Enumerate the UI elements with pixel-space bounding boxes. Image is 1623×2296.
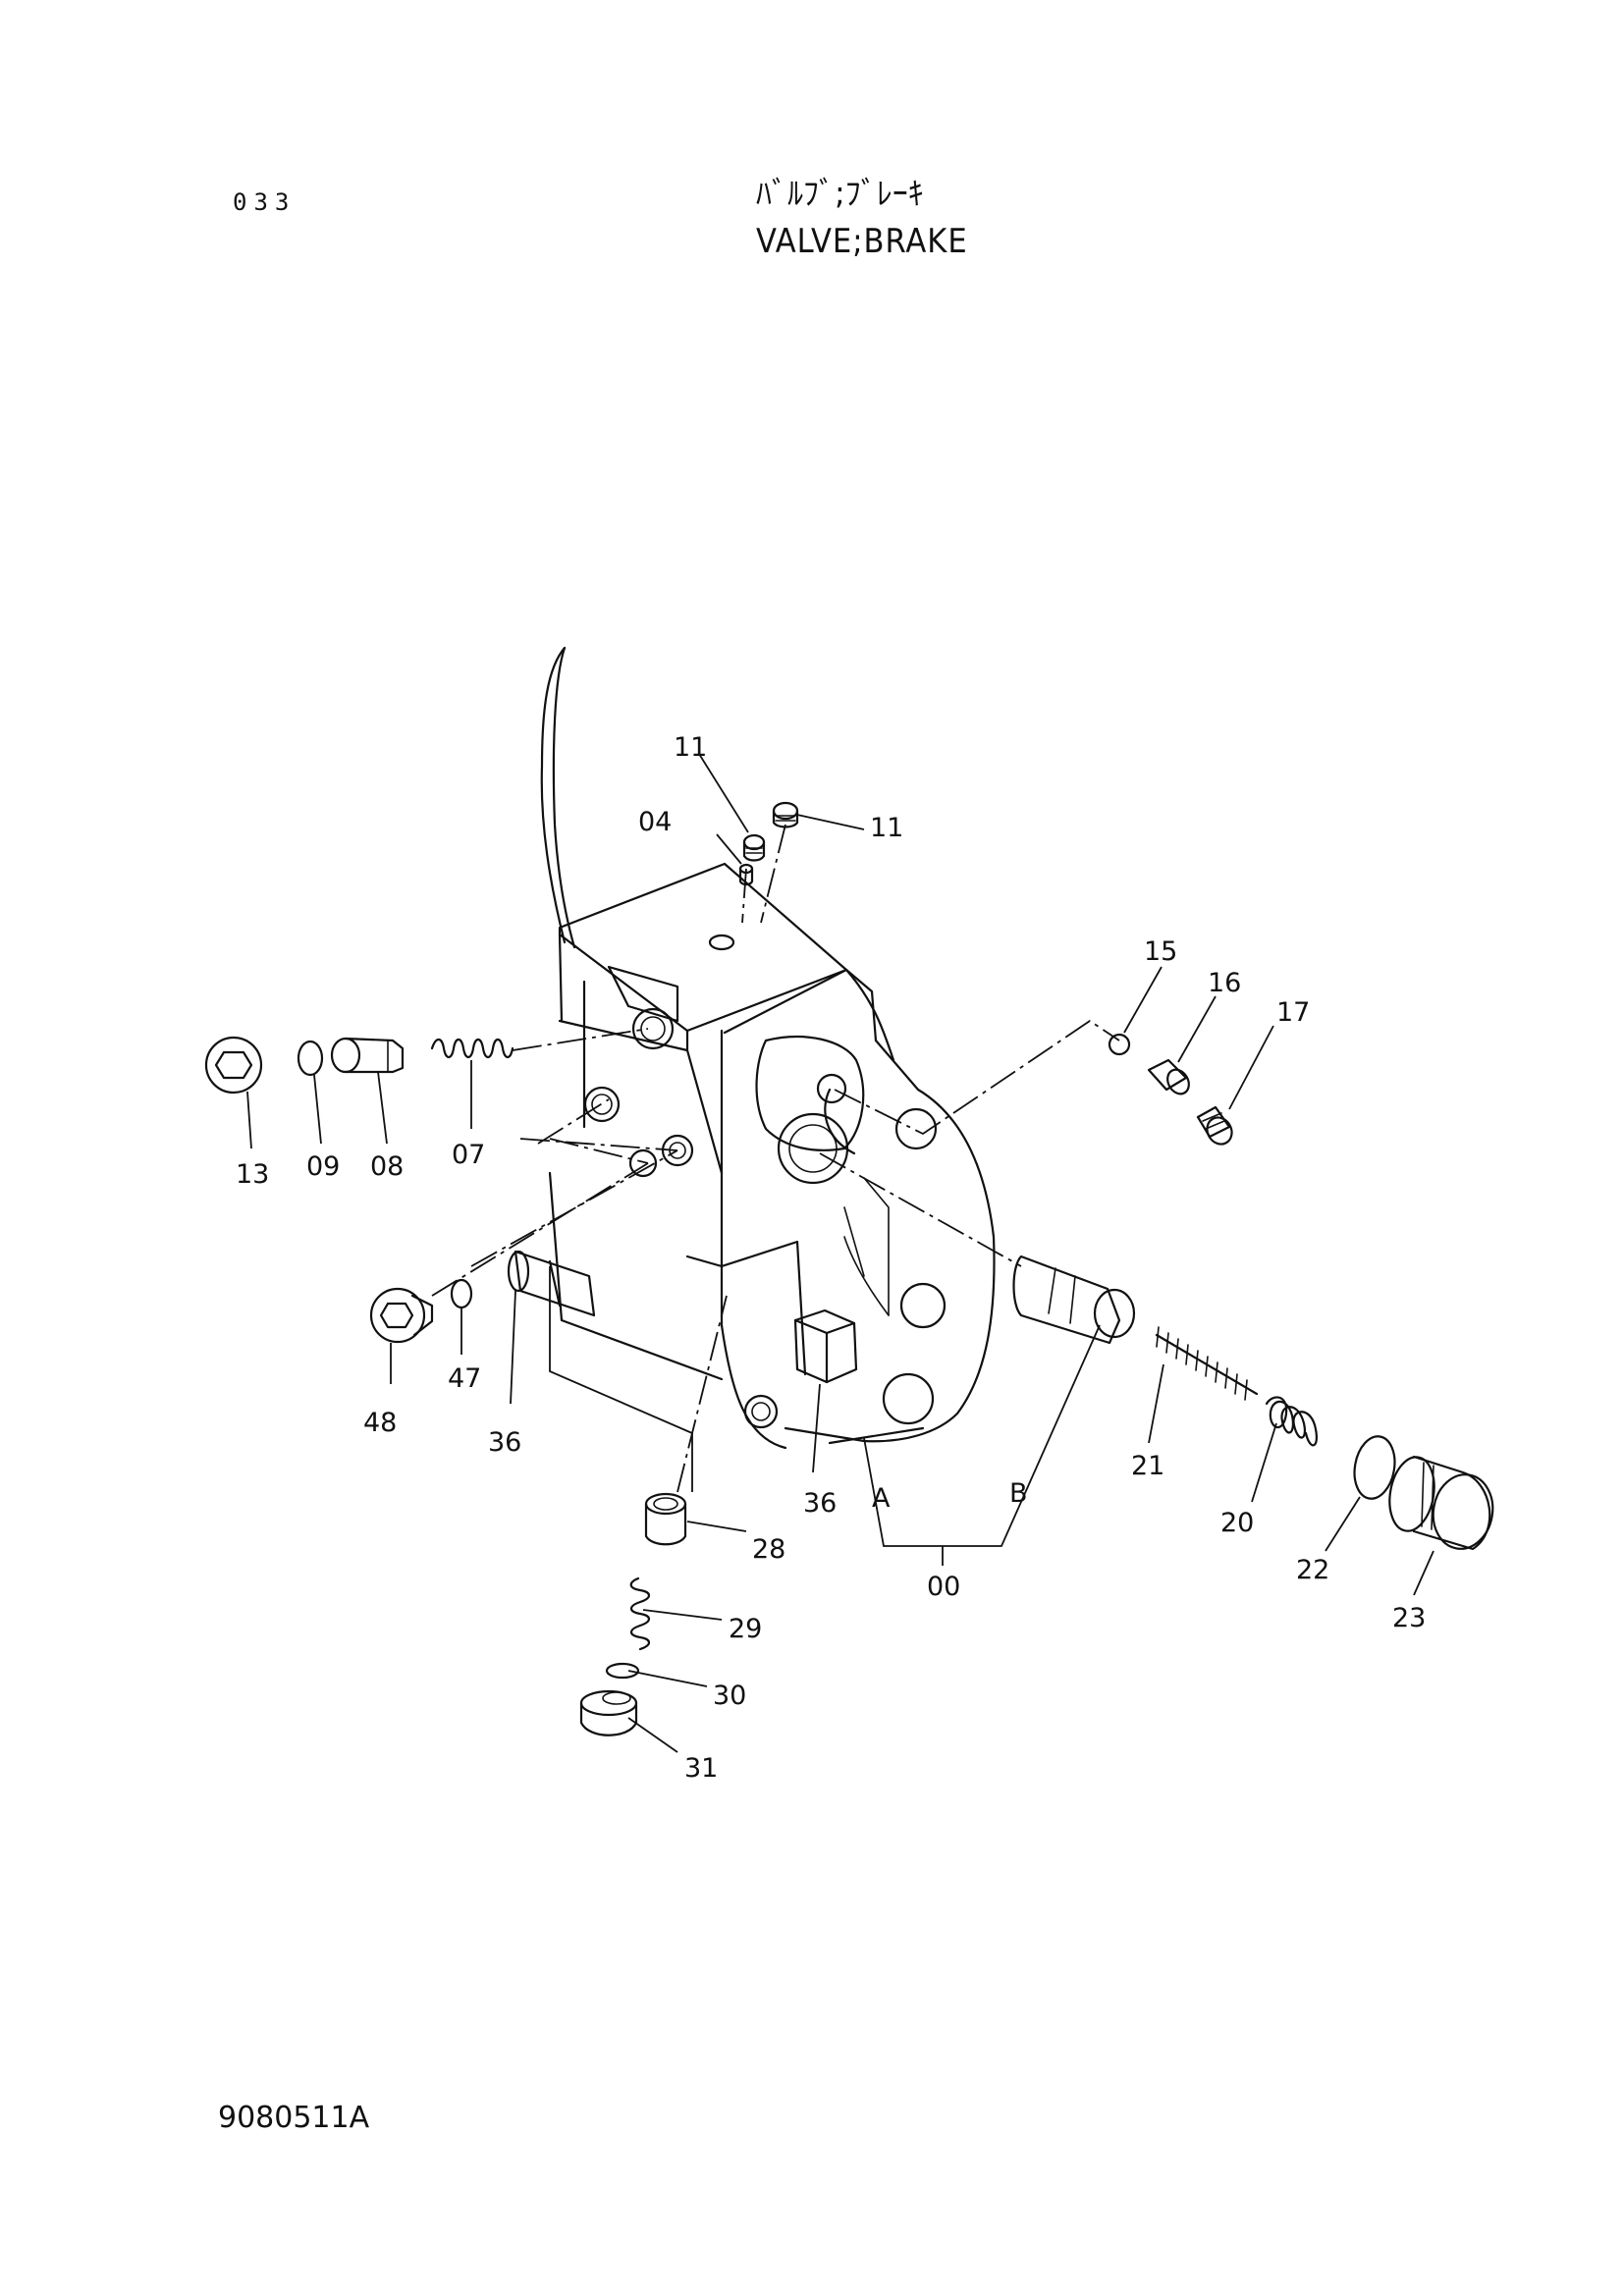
part-label: 11 — [674, 732, 707, 763]
spring-07 — [430, 1038, 514, 1059]
valve-body — [540, 646, 996, 1450]
hex-bolt-36 — [793, 1308, 858, 1384]
plug-17 — [1196, 1105, 1233, 1146]
part-label: 09 — [306, 1151, 340, 1182]
sleeve-28 — [644, 1492, 687, 1546]
part-label: 47 — [448, 1363, 481, 1394]
title-english: VALVE;BRAKE — [756, 222, 968, 261]
plug-48 — [369, 1287, 434, 1344]
part-label: 11 — [870, 813, 903, 843]
part-labels: 11 11 04 15 16 17 13 09 08 07 48 47 36 3… — [236, 732, 1426, 1784]
cap-31 — [579, 1689, 638, 1736]
plug-23 — [1388, 1455, 1494, 1551]
part-label: 28 — [752, 1534, 785, 1565]
part-label: 04 — [638, 807, 672, 837]
plug-16 — [1147, 1058, 1190, 1095]
part-label: 07 — [452, 1140, 485, 1170]
part-label: 48 — [363, 1408, 397, 1438]
poppet-08 — [330, 1037, 405, 1074]
body-ports — [583, 934, 947, 1429]
part-label: 16 — [1208, 968, 1241, 998]
part-label: 15 — [1144, 936, 1177, 967]
part-label: B — [1009, 1478, 1028, 1509]
part-label: 23 — [1392, 1603, 1426, 1633]
o-ring-30 — [605, 1662, 640, 1680]
part-label: 22 — [1296, 1555, 1329, 1585]
spring-29 — [629, 1576, 651, 1651]
part-label: 20 — [1220, 1508, 1254, 1538]
set-screw-11-a — [742, 833, 766, 862]
o-ring-47 — [450, 1278, 473, 1309]
spool-00 — [1012, 1255, 1136, 1345]
part-label: 17 — [1276, 997, 1310, 1028]
spring-21 — [1155, 1326, 1259, 1401]
part-label: 36 — [488, 1427, 521, 1458]
part-label: 21 — [1131, 1451, 1164, 1481]
page-number: 033 — [233, 188, 297, 216]
set-screw-11-b — [772, 801, 799, 828]
part-label: 29 — [729, 1614, 762, 1644]
o-ring-09 — [297, 1040, 324, 1077]
plug-13 — [204, 1036, 263, 1095]
part-label: 31 — [684, 1753, 718, 1784]
shaft-36-left — [507, 1250, 596, 1317]
part-label: A — [872, 1483, 891, 1514]
drawing-code: 9080511A — [218, 2101, 370, 2135]
title-japanese: ﾊﾞﾙﾌﾞ;ﾌﾞﾚｰｷ — [756, 175, 924, 212]
part-label: 36 — [803, 1488, 837, 1519]
part-label: 30 — [713, 1681, 746, 1711]
ball-15 — [1108, 1033, 1131, 1056]
leader-lines — [246, 753, 1434, 1753]
part-label: 08 — [370, 1151, 404, 1182]
spring-20 — [1265, 1396, 1318, 1447]
part-label: 00 — [927, 1572, 960, 1602]
part-label: 13 — [236, 1159, 269, 1190]
o-ring-22 — [1353, 1435, 1396, 1500]
center-lines — [431, 824, 1120, 1493]
